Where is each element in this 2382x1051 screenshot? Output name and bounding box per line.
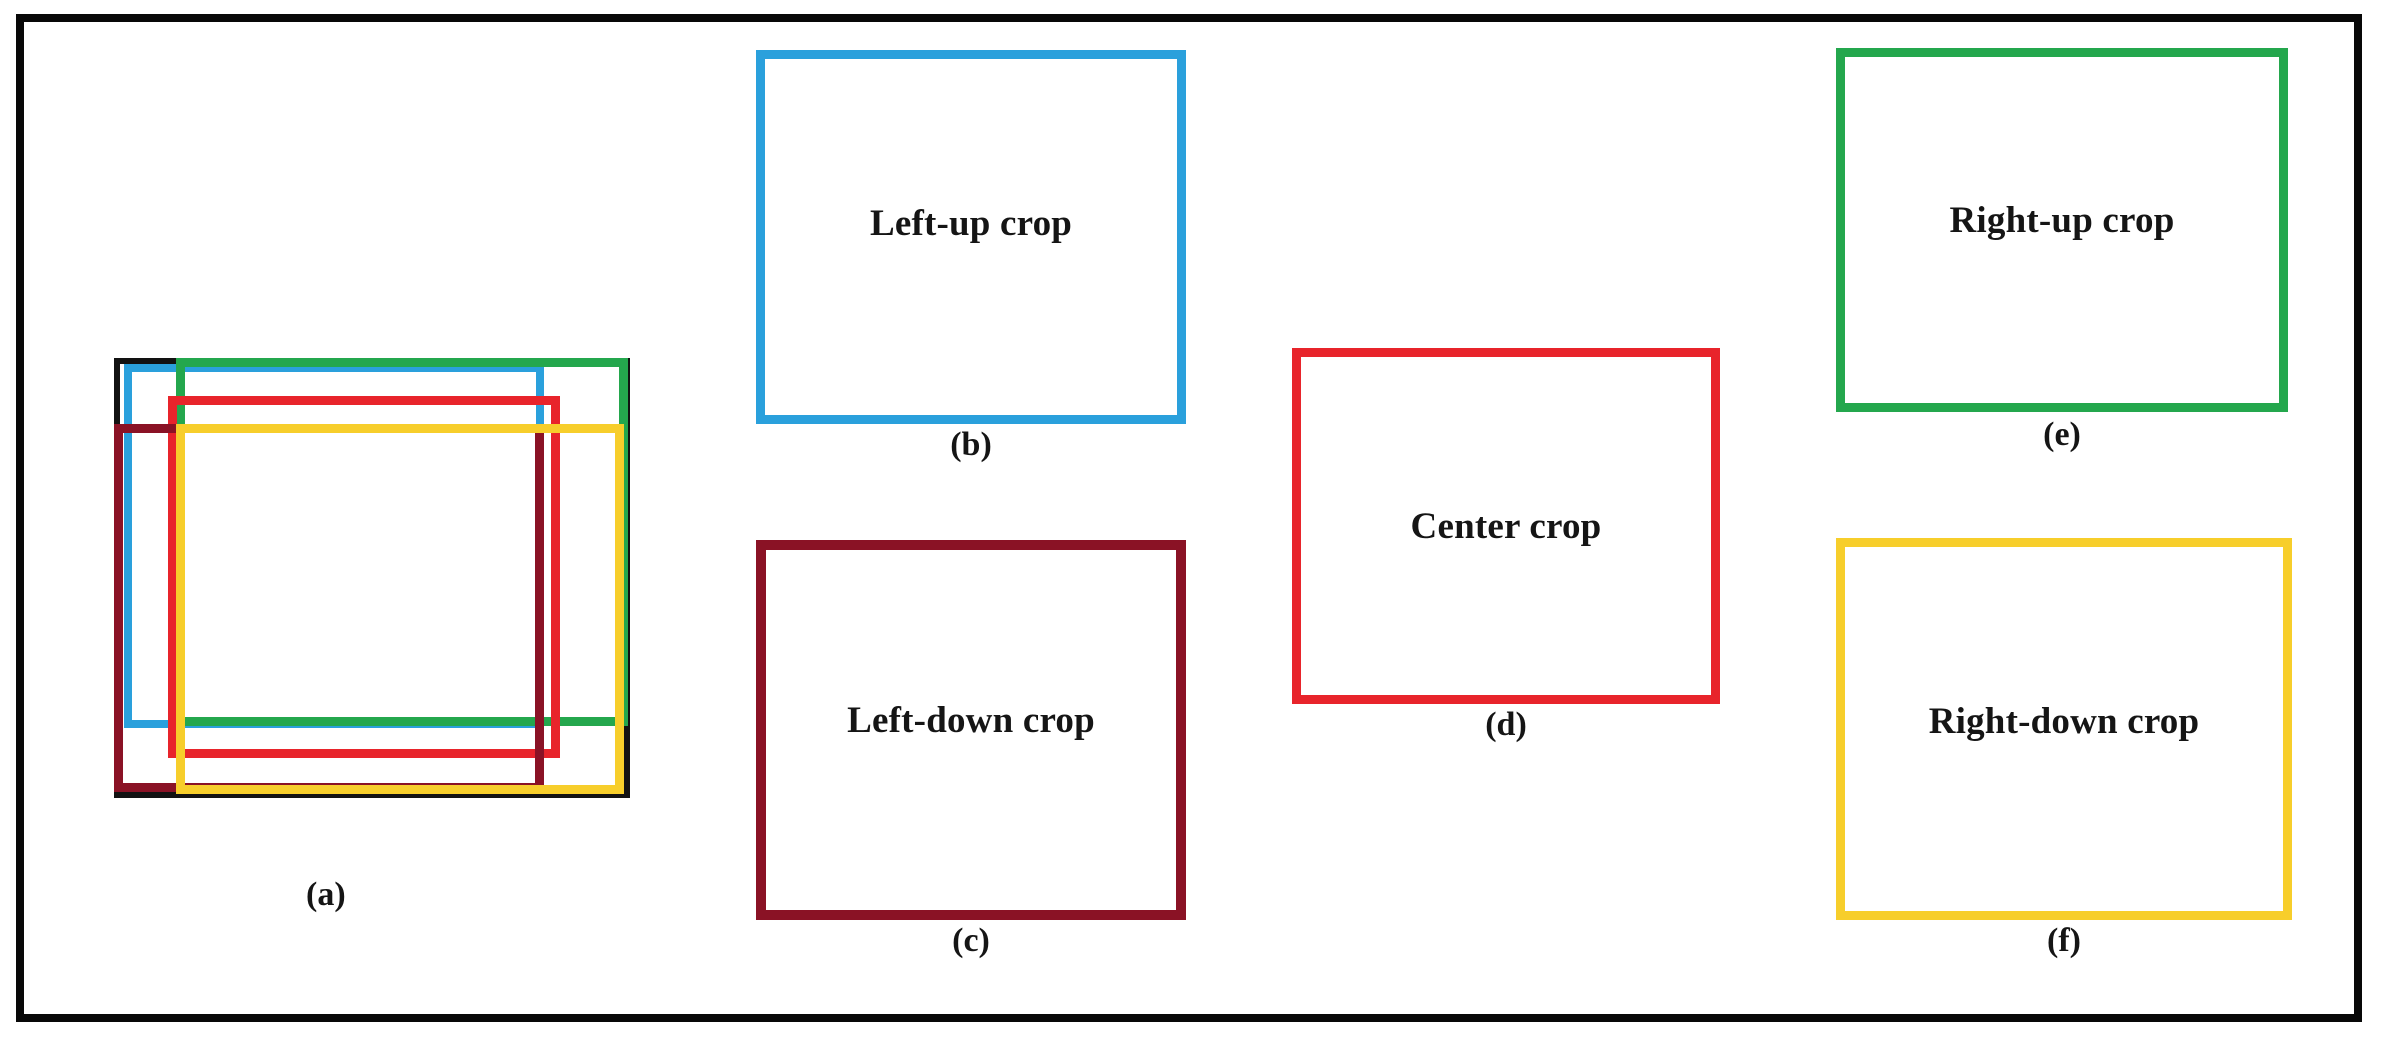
crop-panel-label-d: Center crop — [1410, 505, 1602, 547]
overlap-rect-right-down-crop — [176, 424, 624, 794]
panel-caption-e: (e) — [2043, 416, 2081, 453]
figure-outer-frame: (a) Left-up crop (b) Left-down crop (c) Cent… — [16, 14, 2362, 1022]
panel-caption-f: (f) — [2047, 922, 2081, 959]
crop-panel-label-f: Right-down crop — [1928, 700, 2200, 742]
crop-panel-label-c: Left-down crop — [847, 699, 1095, 741]
overlap-rect-center-crop — [168, 396, 560, 758]
crop-panel-c: Left-down crop — [756, 540, 1186, 920]
crop-panel-b: Left-up crop — [756, 50, 1186, 424]
crop-panel-label-b: Left-up crop — [869, 202, 1073, 244]
panel-caption-a: (a) — [306, 876, 346, 913]
crop-panel-e: Right-up crop — [1836, 48, 2288, 412]
panel-caption-b: (b) — [950, 426, 992, 463]
panel-caption-c: (c) — [952, 922, 990, 959]
panel-caption-d: (d) — [1485, 706, 1527, 743]
crop-panel-d: Center crop — [1292, 348, 1720, 704]
crop-panel-f: Right-down crop — [1836, 538, 2292, 920]
crop-panel-label-e: Right-up crop — [1949, 199, 2175, 241]
